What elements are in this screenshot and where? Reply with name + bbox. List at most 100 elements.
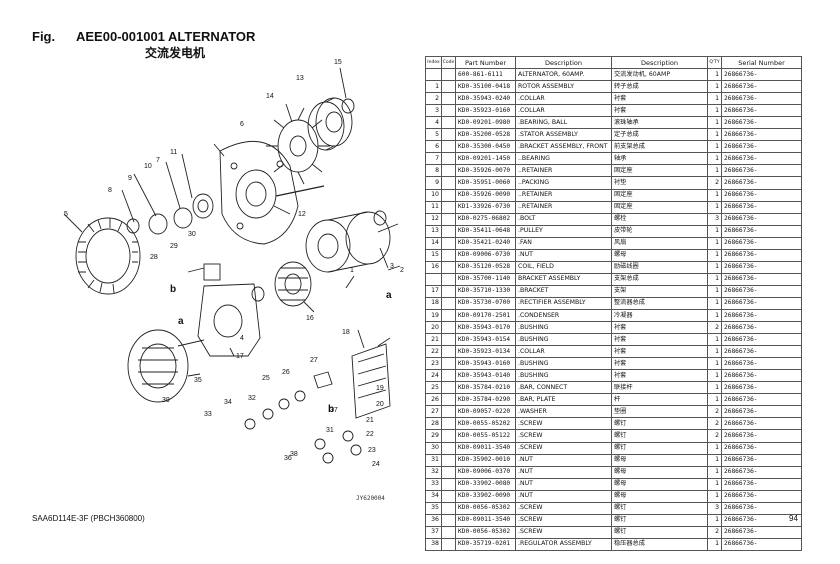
row-part-number: KD0-35784-0290 (455, 393, 516, 407)
row-index: 28 (425, 417, 442, 431)
row-code (441, 369, 456, 383)
row-index: 24 (425, 369, 442, 383)
row-part-number: KD0-35100-0418 (455, 80, 516, 94)
footer-model: SAA6D114E-3F (PBCH360800) (32, 514, 145, 523)
row-qty: 1 (707, 537, 722, 551)
row-description-cn: 前支架总成 (611, 140, 708, 154)
row-serial-number: 26866736- (721, 465, 802, 479)
row-index: 19 (425, 308, 442, 323)
row-code (441, 321, 456, 335)
row-index: 8 (425, 164, 442, 178)
header-qty: Q'TY (707, 55, 722, 70)
row-index: 32 (425, 465, 442, 479)
row-serial-number: 26866736- (721, 68, 802, 82)
row-qty: 1 (707, 308, 722, 323)
row-serial-number: 26866736- (721, 333, 802, 347)
row-index: 26 (425, 393, 442, 407)
row-serial-number: 26866736- (721, 308, 802, 323)
callout-35: 35 (194, 377, 202, 384)
callout-2: 2 (400, 267, 404, 274)
row-description: COIL, FIELD (515, 260, 612, 274)
row-serial-number: 26866736- (721, 92, 802, 106)
row-description-cn: 支架 (611, 284, 708, 298)
row-part-number: KD0-33902-0090 (455, 489, 516, 503)
row-description-cn: 衬套 (611, 92, 708, 106)
rear-cover-drawing (127, 329, 189, 403)
row-serial-number: 26866736- (721, 152, 802, 166)
row-part-number: KD0-0055-05202 (455, 417, 516, 431)
row-part-number: KD0-09011-3540 (455, 513, 516, 527)
row-serial-number: 26866736- (721, 393, 802, 407)
header-index: Index (425, 55, 442, 70)
front-bracket-drawing (219, 140, 299, 245)
callout-12: 12 (298, 211, 306, 218)
row-description: .SCREW (515, 501, 612, 515)
row-code (441, 104, 456, 118)
row-index: 25 (425, 381, 442, 395)
row-index: 20 (425, 321, 442, 335)
row-serial-number: 26866736- (721, 405, 802, 419)
row-serial-number: 26866736- (721, 140, 802, 154)
rear-bracket-drawing (197, 283, 261, 357)
row-index: 35 (425, 501, 442, 515)
row-index: 6 (425, 140, 442, 154)
callout-10: 10 (144, 163, 152, 170)
row-description: .PULLEY (515, 224, 612, 238)
row-code (441, 477, 456, 491)
row-description-cn: 螺母 (611, 465, 708, 479)
row-description: ROTOR ASSEMBLY (515, 80, 612, 94)
row-description-cn: 联接杆 (611, 381, 708, 395)
row-description-cn: 螺钉 (611, 429, 708, 443)
row-code (441, 200, 456, 214)
field-coil-drawing (274, 261, 312, 307)
header-description: Description (515, 55, 612, 70)
row-part-number: KD0-35730-0700 (455, 296, 516, 310)
row-qty: 1 (707, 128, 722, 142)
row-description: .NUT (515, 465, 612, 479)
row-index (425, 272, 442, 286)
row-code (441, 537, 456, 551)
rotor-assembly-drawing (305, 211, 399, 273)
row-qty: 2 (707, 176, 722, 190)
row-code (441, 441, 456, 455)
row-part-number: KD0-0275-06802 (455, 212, 516, 226)
row-qty: 1 (707, 80, 722, 94)
drawing-code: JY620004 (356, 495, 385, 502)
row-code (441, 465, 456, 479)
row-serial-number: 26866736- (721, 176, 802, 190)
row-description: BRACKET ASSEMBLY (515, 272, 612, 286)
callout-29: 29 (170, 243, 178, 250)
row-description: .BAR, PLATE (515, 393, 612, 407)
row-description-cn: 衬套 (611, 357, 708, 371)
row-description: ..PACKING (515, 176, 612, 190)
row-serial-number: 26866736- (721, 501, 802, 515)
row-code (441, 501, 456, 515)
row-description: .BUSHING (515, 333, 612, 347)
row-serial-number: 26866736- (721, 164, 802, 178)
header-serial-number: Serial Number (721, 55, 802, 70)
row-qty: 1 (707, 236, 722, 250)
table-header-row: Index Code Part Number Description Descr… (425, 55, 802, 70)
callout-13: 13 (296, 75, 304, 82)
row-description: .WASHER (515, 405, 612, 419)
callout-1: 1 (350, 267, 354, 274)
callout-22: 22 (366, 431, 374, 438)
row-part-number: KD0-35300-0450 (455, 140, 516, 154)
row-serial-number: 26866736- (721, 188, 802, 202)
figure-label: Fig. (32, 29, 56, 44)
row-serial-number: 26866736- (721, 417, 802, 431)
row-serial-number: 26866736- (721, 345, 802, 359)
header-part-number: Part Number (455, 55, 516, 70)
row-code (441, 212, 456, 226)
